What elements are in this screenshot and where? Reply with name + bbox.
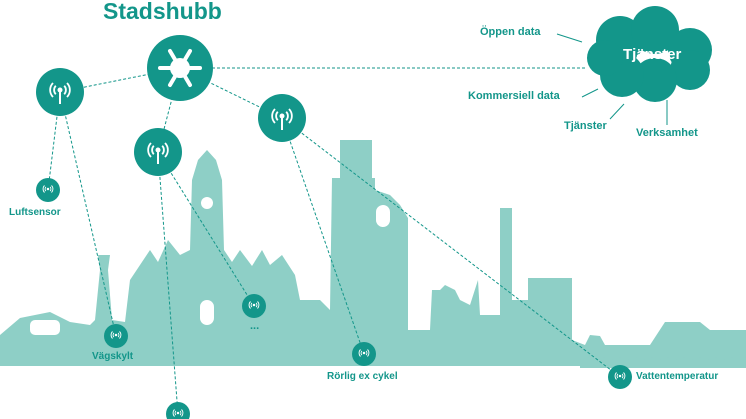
cloud-input-open-data: Öppen data bbox=[480, 26, 541, 38]
sensor-rorlig-antenna-icon bbox=[352, 342, 376, 366]
sensor-label-luftsensor: Luftsensor bbox=[9, 207, 61, 218]
gateway-gateway-antenna-icon bbox=[134, 128, 182, 176]
connection-line bbox=[281, 117, 621, 378]
gateway-gateway-antenna-icon bbox=[258, 94, 306, 142]
hub-icon bbox=[147, 35, 213, 101]
cloud-input-services: Tjänster bbox=[564, 120, 607, 132]
connection-line bbox=[179, 67, 283, 119]
wind-turbine bbox=[589, 284, 625, 345]
sensor-label-vagskylt: Vägskylt bbox=[92, 351, 134, 362]
cloud-input-operations: Verksamhet bbox=[636, 127, 698, 139]
sensor-label-rorlig: Rörlig ex cykel bbox=[327, 371, 398, 382]
sensor-more-antenna-icon bbox=[242, 294, 266, 318]
cloud-shape bbox=[587, 6, 712, 102]
connection-line bbox=[281, 117, 365, 355]
sensor-label-vattentemperatur: Vattentemperatur bbox=[636, 371, 719, 382]
sensor-unlabeled-antenna-icon bbox=[166, 402, 190, 419]
sensor-vagskylt-antenna-icon bbox=[104, 324, 128, 348]
cloud-input-commercial-data: Kommersiell data bbox=[468, 90, 560, 102]
gateway-gateway-antenna-icon bbox=[36, 68, 84, 116]
hub-title: Stadshubb bbox=[103, 0, 222, 24]
sensor-luftsensor-antenna-icon bbox=[36, 178, 60, 202]
connection-line bbox=[157, 151, 179, 415]
connection-line bbox=[59, 91, 117, 337]
cloud-label: Tjänster bbox=[623, 46, 682, 63]
sensor-label-more: ... bbox=[250, 320, 260, 332]
connection-line bbox=[157, 151, 255, 307]
sensor-vattentemperatur-antenna-icon bbox=[608, 365, 632, 389]
